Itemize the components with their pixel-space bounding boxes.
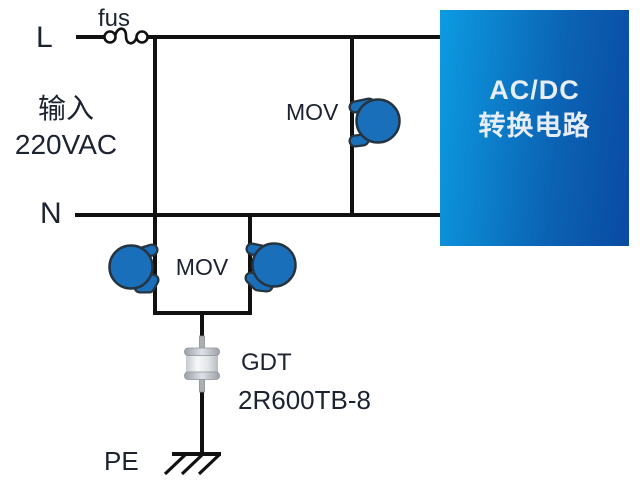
mov-bottom-label: MOV bbox=[175, 254, 229, 280]
protective-earth-label: PE bbox=[104, 446, 139, 476]
mov-disc bbox=[355, 98, 401, 144]
gdt-part-number-label: 2R600TB-8 bbox=[238, 385, 371, 415]
fuse-icon bbox=[103, 27, 149, 45]
gdt-label: GDT bbox=[241, 349, 292, 376]
gdt-rim-bottom bbox=[184, 371, 220, 380]
acdc-block-title-line2: 转换电路 bbox=[478, 111, 591, 141]
mov-varistor-bottom-left-icon bbox=[108, 243, 160, 294]
input-title: 输入 bbox=[37, 93, 94, 124]
gdt-rim-top bbox=[184, 347, 220, 356]
mov-varistor-top-icon bbox=[348, 97, 401, 148]
gdt-gas-discharge-tube-icon bbox=[184, 335, 220, 393]
wires bbox=[75, 35, 440, 455]
input-source-label: 输入 220VAC bbox=[4, 91, 128, 163]
mov-disc bbox=[251, 242, 297, 288]
fuse-terminal-left bbox=[103, 30, 117, 44]
fuse-label: fus bbox=[98, 5, 131, 32]
mov-top-label: MOV bbox=[286, 99, 339, 125]
fuse-terminal-right bbox=[135, 30, 149, 44]
acdc-converter-block: AC/DC 转换电路 bbox=[440, 10, 629, 246]
mov-varistor-bottom-right-icon bbox=[244, 242, 297, 293]
neutral-line-label: N bbox=[40, 197, 62, 230]
acdc-block-title-line1: AC/DC bbox=[489, 75, 580, 105]
fuse-wave bbox=[113, 27, 139, 45]
earth-ground-icon bbox=[163, 452, 221, 476]
input-voltage: 220VAC bbox=[14, 129, 118, 160]
mov-disc bbox=[108, 244, 154, 290]
live-line-label: L bbox=[36, 21, 53, 54]
